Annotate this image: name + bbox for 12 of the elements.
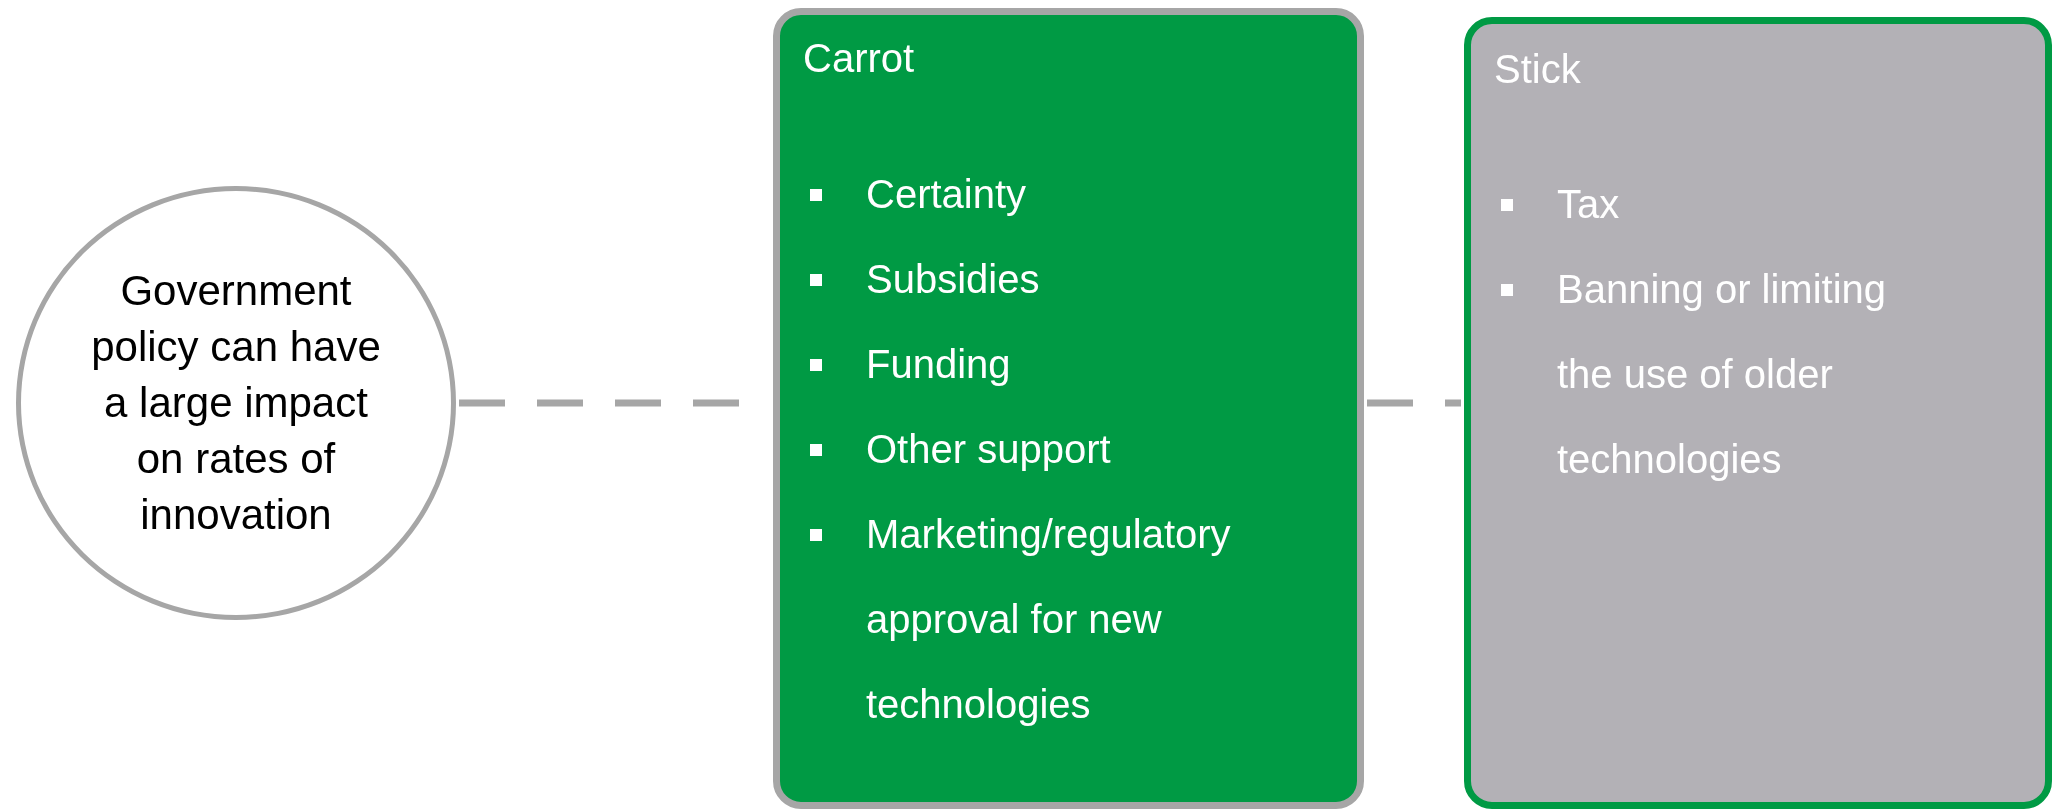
list-item-text: Funding xyxy=(866,342,1011,386)
list-item-text: Certainty xyxy=(866,172,1027,216)
list-item-text: Banning or limiting the use of older technologies xyxy=(1557,267,1887,481)
panel-heading: Stick xyxy=(1494,46,1581,92)
list-item-text: Marketing/regulatory approval for new technologies xyxy=(866,512,1231,726)
category-panel xyxy=(1464,17,2052,809)
list-item-text: Other support xyxy=(866,427,1111,471)
list-item-text: Tax xyxy=(1557,182,1620,226)
circle-text: Government policy can have a large impact on rates of innovation xyxy=(91,266,381,540)
list-item-text: Subsidies xyxy=(866,257,1040,301)
category-panel xyxy=(773,8,1364,809)
panel-heading: Carrot xyxy=(803,35,915,81)
